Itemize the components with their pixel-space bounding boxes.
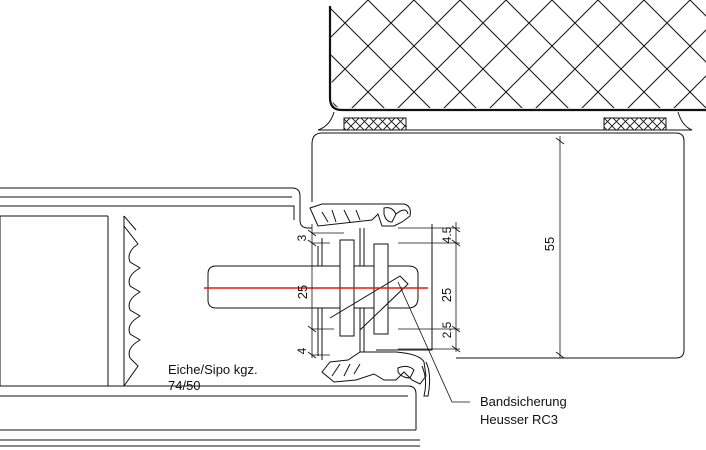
seal-strip-right <box>603 117 667 131</box>
callout-label-line1: Bandsicherung <box>480 394 567 409</box>
callout-leader <box>397 281 470 403</box>
material-label-line2: 74/50 <box>168 378 201 393</box>
door-frame-profile <box>311 132 685 359</box>
dim-4-5: 4.5 <box>440 226 454 243</box>
dim-25-left: 25 <box>295 285 310 299</box>
seal-strip-left <box>343 117 407 131</box>
lower-gasket <box>321 351 431 397</box>
callout-label-line2: Heusser RC3 <box>480 412 558 427</box>
dimension-line-55 <box>555 136 565 359</box>
dimension-lines-left <box>307 224 344 359</box>
material-label-line1: Eiche/Sipo kgz. <box>168 362 258 377</box>
dimension-lines-middle <box>398 222 461 353</box>
dim-3: 3 <box>295 234 309 241</box>
dim-55: 55 <box>542 237 557 251</box>
dim-2-5: 2.5 <box>440 321 454 338</box>
dim-25-right: 25 <box>439 288 454 302</box>
upper-gasket <box>309 203 411 227</box>
door-leaf <box>0 187 420 447</box>
dim-4: 4 <box>295 347 309 354</box>
wall-block <box>328 0 706 112</box>
pin-assembly <box>207 228 419 360</box>
